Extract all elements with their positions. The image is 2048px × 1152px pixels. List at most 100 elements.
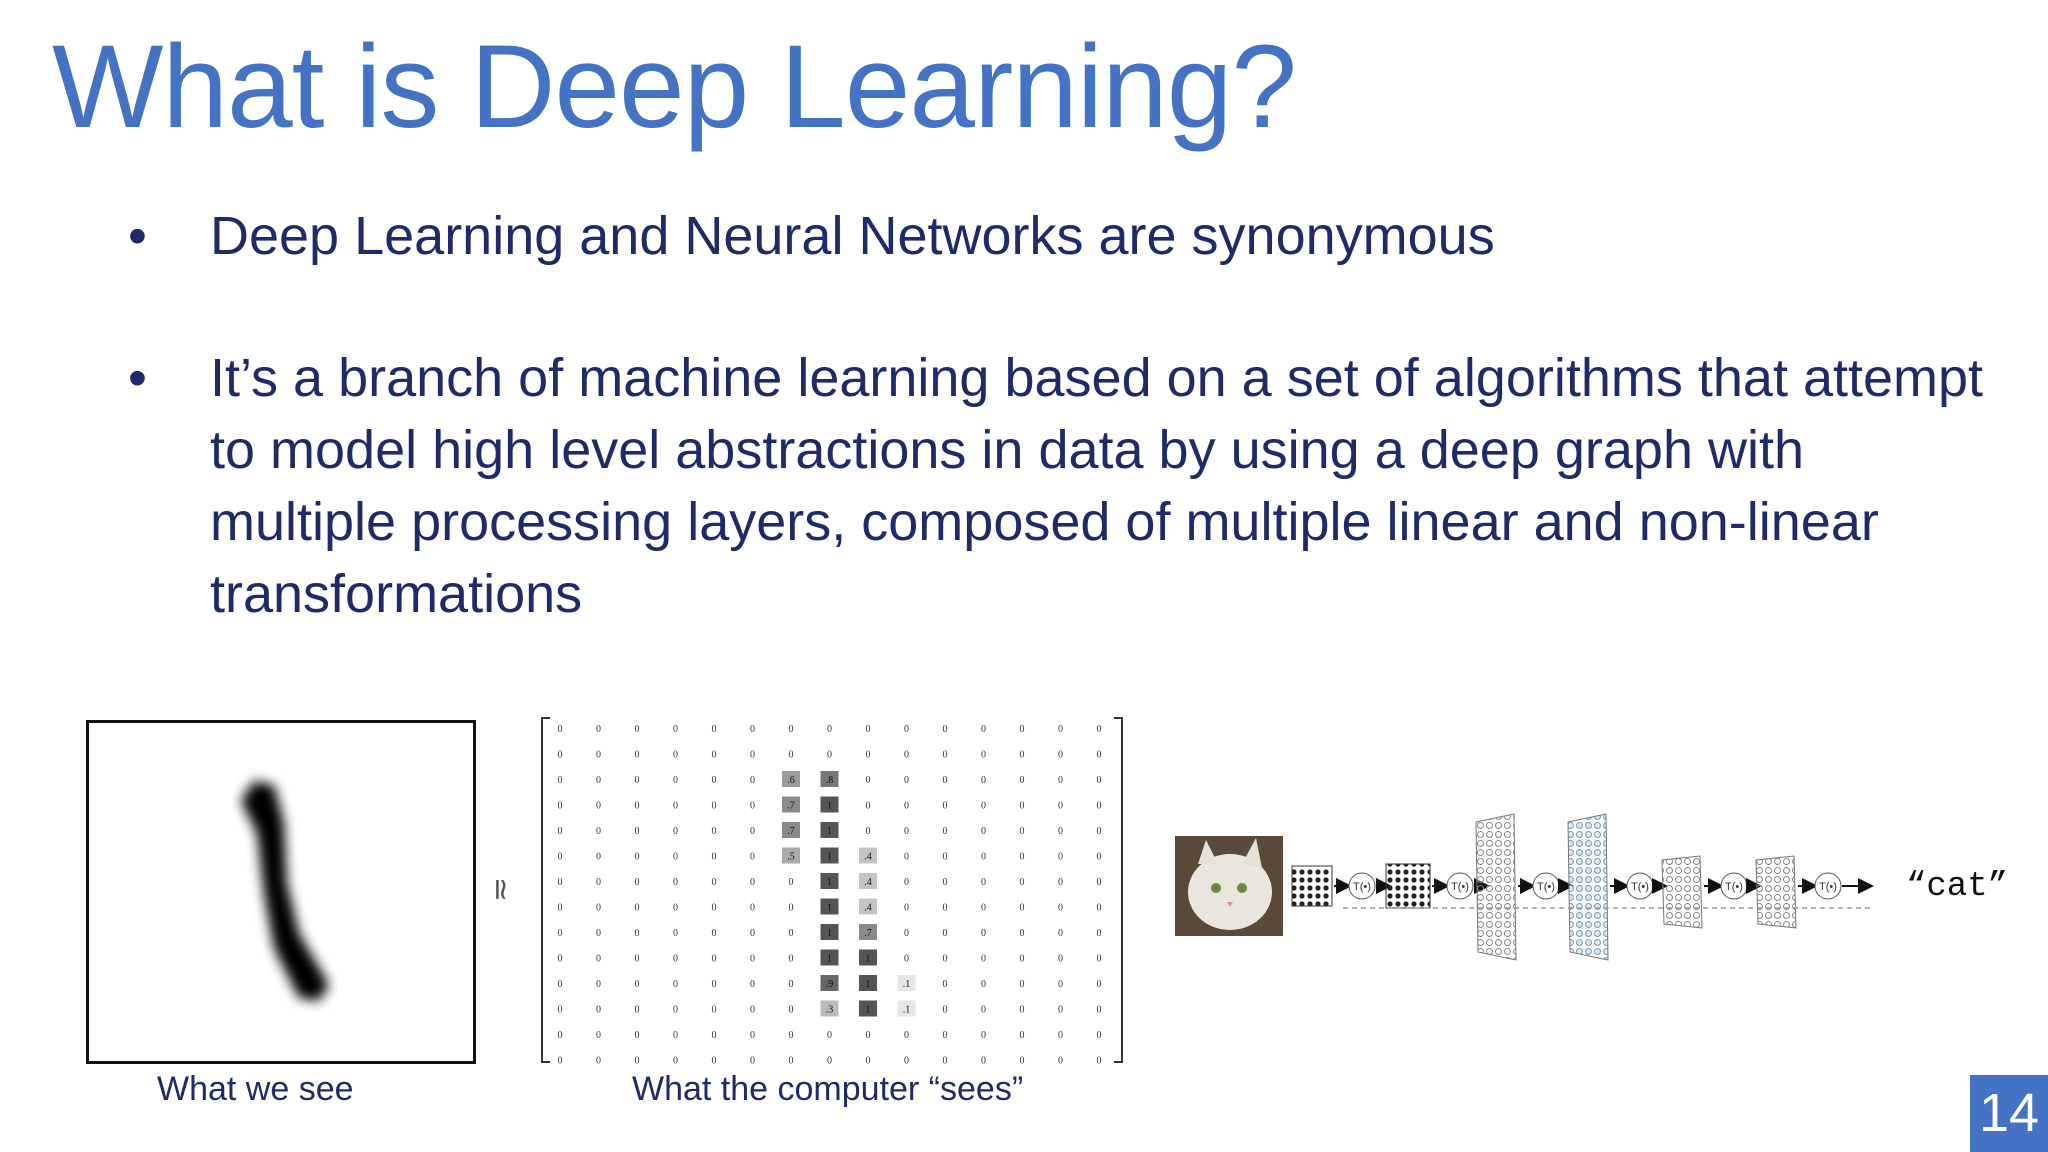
transform-node-icon — [1446, 872, 1474, 900]
matrix-cell — [859, 847, 877, 864]
matrix-cell-value: 0 — [1058, 979, 1063, 990]
matrix-cell-value: 0 — [981, 775, 986, 786]
matrix-cell-value: 0 — [750, 775, 755, 786]
matrix-cell-value: 0 — [789, 750, 794, 761]
matrix-cell-value: 0 — [1097, 852, 1102, 863]
matrix-cell-value: 0 — [789, 1005, 794, 1016]
matrix-cell — [782, 822, 800, 838]
matrix-cell-value: 0 — [1058, 750, 1063, 761]
matrix-cell — [820, 924, 839, 940]
matrix-cell-value: 1 — [866, 1005, 871, 1016]
matrix-cell-value: 0 — [1020, 775, 1025, 786]
matrix-cell-value: 0 — [558, 877, 563, 888]
bullet-dot-icon: • — [128, 348, 147, 408]
bullet-text-1: Deep Learning and Neural Networks are sy… — [210, 206, 1495, 266]
matrix-cell-value: 0 — [1097, 775, 1102, 786]
matrix-cell-value: 0 — [558, 1056, 563, 1067]
matrix-cell-value: 0 — [866, 724, 871, 735]
matrix-cell-value: 0 — [904, 1030, 909, 1041]
matrix-cell-value: .6 — [787, 775, 795, 786]
output-label: “cat” — [1906, 868, 2009, 906]
matrix-cell-value: 0 — [943, 1056, 948, 1067]
hidden-layer-1-icon — [1385, 863, 1431, 909]
matrix-cell-value: 0 — [750, 750, 755, 761]
matrix-cell-value: 0 — [673, 775, 678, 786]
approx-symbol: ≃ — [484, 876, 518, 903]
matrix-cell-value: 0 — [789, 1056, 794, 1067]
matrix-cell-value: 0 — [827, 1056, 832, 1067]
matrix-cell-value: 0 — [673, 1030, 678, 1041]
matrix-cell — [820, 847, 839, 864]
matrix-cell-value: 0 — [635, 1030, 640, 1041]
matrix-cell-value: 0 — [712, 877, 717, 888]
matrix-cell-value: 0 — [596, 1056, 601, 1067]
matrix-cell-value: 0 — [827, 750, 832, 761]
matrix-cell-value: 0 — [712, 903, 717, 914]
digit-image — [86, 720, 476, 1064]
matrix-cell-value: 0 — [1058, 775, 1063, 786]
matrix-cell-value: 0 — [1058, 1030, 1063, 1041]
matrix-cell-value: 0 — [866, 801, 871, 812]
bullet-item-2: • It’s a branch of machine learning base… — [128, 342, 1998, 630]
matrix-cell-value: 0 — [981, 1056, 986, 1067]
matrix-cell-value: 0 — [596, 801, 601, 812]
caption-what-computer-sees: What the computer “sees” — [632, 1070, 1024, 1108]
page-number: 14 — [1970, 1075, 2048, 1152]
matrix-cell-value: 0 — [1058, 903, 1063, 914]
matrix-cell-value: 0 — [1020, 1005, 1025, 1016]
matrix-cell-value: 1 — [827, 954, 832, 965]
matrix-cell-value: 0 — [1058, 1005, 1063, 1016]
matrix-cell-value: .1 — [903, 979, 911, 990]
matrix-cell — [897, 1000, 916, 1017]
matrix-cell-value: 0 — [558, 954, 563, 965]
matrix-cell-value: 0 — [943, 775, 948, 786]
matrix-cell-value: 0 — [750, 1005, 755, 1016]
matrix-cell — [820, 796, 839, 813]
matrix-cell — [782, 771, 800, 787]
matrix-cell-value: 0 — [981, 801, 986, 812]
matrix-cell-value: 1 — [866, 979, 871, 990]
matrix-cell — [820, 949, 839, 966]
matrix-cell-value: 0 — [635, 750, 640, 761]
matrix-cell-value: 0 — [673, 1056, 678, 1067]
hidden-layer-5-icon — [1755, 855, 1797, 929]
matrix-cell-value: 0 — [866, 1030, 871, 1041]
transform-label: T(•) — [1451, 881, 1469, 893]
matrix-cell-value: 0 — [750, 724, 755, 735]
matrix-cell-value: 1 — [827, 877, 832, 888]
matrix-cell — [859, 898, 877, 915]
matrix-cell-value: 0 — [673, 928, 678, 939]
slide-title: What is Deep Learning? — [52, 21, 1297, 153]
matrix-cell-value: 0 — [789, 1030, 794, 1041]
matrix-cell-value: 0 — [750, 1030, 755, 1041]
matrix-cell-value: 0 — [904, 954, 909, 965]
matrix-cell-value: 0 — [981, 1030, 986, 1041]
bullet-dot-icon: • — [128, 206, 147, 266]
matrix-cell-value: 0 — [750, 979, 755, 990]
matrix-cell-value: 0 — [1020, 954, 1025, 965]
matrix-cell-value: 0 — [827, 1030, 832, 1041]
matrix-cell-value: 0 — [1020, 979, 1025, 990]
matrix-cell-value: 0 — [750, 826, 755, 837]
matrix-cell-value: 0 — [1058, 954, 1063, 965]
matrix-cell — [782, 847, 800, 864]
matrix-cell — [859, 949, 877, 966]
matrix-cell-value: 0 — [635, 826, 640, 837]
matrix-cell-value: 0 — [596, 928, 601, 939]
matrix-cell-value: 0 — [943, 979, 948, 990]
matrix-cell-value: 0 — [596, 903, 601, 914]
matrix-cell-value: 0 — [904, 852, 909, 863]
bullet-list: • Deep Learning and Neural Networks are … — [128, 200, 1998, 630]
matrix-cell-value: 0 — [943, 877, 948, 888]
matrix-cell — [820, 898, 839, 915]
matrix-cell-value: 0 — [558, 979, 563, 990]
matrix-cell-value: 0 — [712, 775, 717, 786]
matrix-cell-value: 0 — [1058, 724, 1063, 735]
matrix-cell-value: 0 — [558, 1030, 563, 1041]
matrix-cell-value: .8 — [826, 775, 834, 786]
matrix-cell-value: 0 — [943, 954, 948, 965]
matrix-cell-value: .9 — [826, 979, 834, 990]
matrix-cell-value: 0 — [1058, 877, 1063, 888]
matrix-cell-value: 0 — [558, 826, 563, 837]
transform-label: T(•) — [1819, 881, 1837, 893]
